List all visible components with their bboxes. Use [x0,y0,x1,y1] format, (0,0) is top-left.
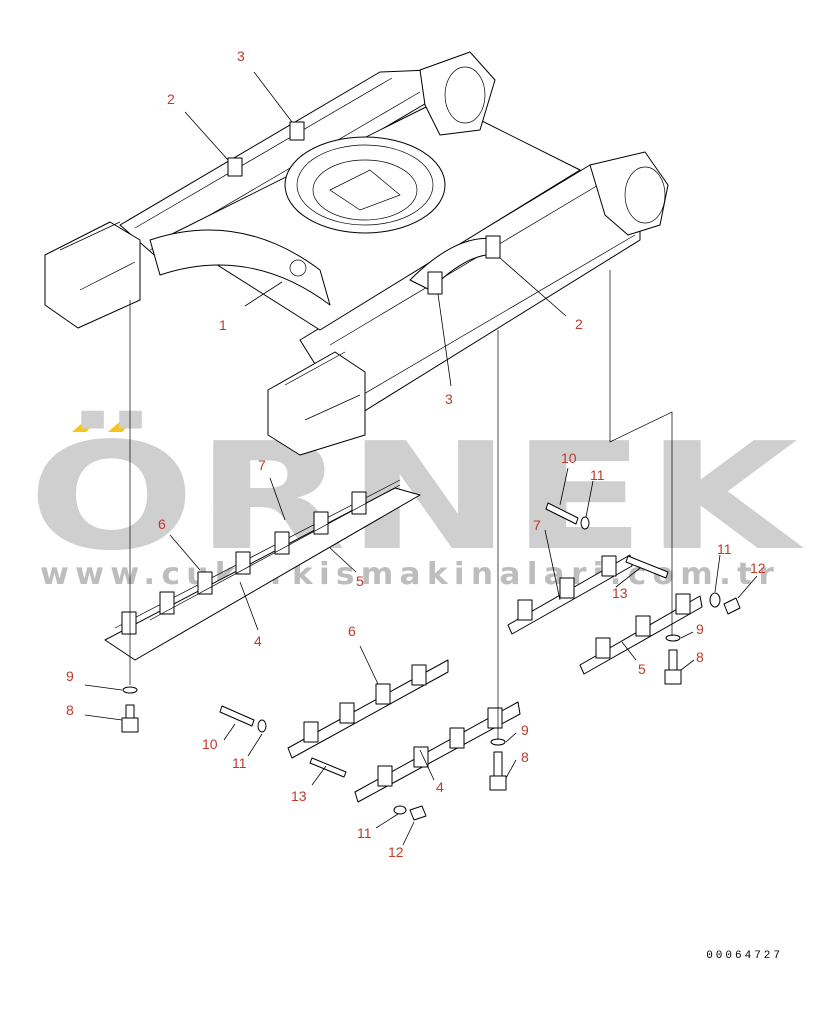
watermark-accent-right [108,418,136,432]
callout-9-center: 9 [521,722,529,738]
track-guard-center [287,659,521,803]
track-guard-left-lower [104,479,421,661]
callout-7-right: 7 [533,517,541,533]
callout-5-right: 5 [638,661,646,677]
watermark: ÖRNEK www.cukurkismakinalari.com.tr [28,410,805,592]
callout-11-left: 11 [232,755,247,771]
watermark-accent-left [72,418,100,432]
callout-13-left: 13 [291,788,307,804]
callout-11-center: 11 [357,825,372,841]
callout-3-upper: 3 [237,48,245,64]
callout-8-left: 8 [66,702,74,718]
leader-lines [84,71,758,846]
reference-lines [129,270,673,740]
callout-12-right: 12 [750,560,766,576]
track-guard-right [507,554,703,675]
callout-10-right: 10 [561,450,577,466]
callout-1: 1 [219,317,227,333]
callout-11-right-top: 11 [590,467,605,483]
callout-9-left: 9 [66,668,74,684]
callout-2-lower: 2 [575,316,583,332]
callout-8-center: 8 [521,749,529,765]
callout-2-upper: 2 [167,91,175,107]
callout-6-left: 6 [158,516,166,532]
callout-numbers: 1 2 2 3 3 4 4 5 5 6 6 7 7 8 8 8 9 9 9 10… [66,48,766,860]
callout-11-far-right: 11 [717,541,732,557]
callout-4-left: 4 [254,633,262,649]
callout-5-left: 5 [356,573,364,589]
callout-9-right: 9 [696,621,704,637]
fasteners [121,502,741,821]
drawing-code: 00064727 [706,950,783,962]
callout-4-center: 4 [436,779,444,795]
callout-13-right: 13 [612,585,628,601]
callout-3-lower: 3 [445,391,453,407]
track-frame [44,51,669,456]
callout-8-right: 8 [696,649,704,665]
callout-10-left: 10 [202,736,218,752]
callout-7-left: 7 [258,457,266,473]
callout-6-center: 6 [348,623,356,639]
watermark-url: www.cukurkismakinalari.com.tr [40,557,780,592]
callout-12-center: 12 [388,844,404,860]
